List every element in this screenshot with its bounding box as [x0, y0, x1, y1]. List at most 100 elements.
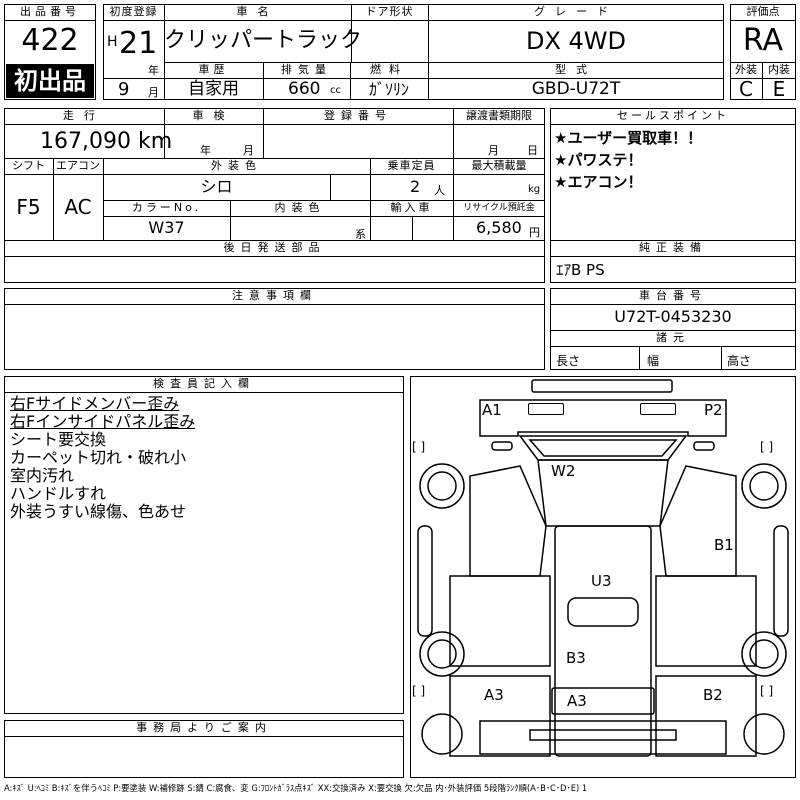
shift-label: シフト [12, 159, 45, 172]
transfer-month-unit: 月 [488, 144, 499, 157]
width-label: 幅 [647, 354, 660, 368]
inspector-note-7: 外装うすい線傷、色あせ [10, 502, 187, 521]
bracket-rear-right: [ ] [760, 684, 774, 698]
inspector-note-2: 右Fインサイドパネル歪み [10, 412, 196, 431]
inspector-note-4: カーペット切れ・破れ小 [10, 448, 187, 467]
sales-label: セールスポイント [617, 109, 729, 122]
recycle-label: リサイクル預託金 [463, 203, 535, 213]
sales-box [550, 108, 796, 283]
diagram-box [410, 376, 796, 778]
inspector-label: 検査員記入欄 [153, 377, 255, 390]
first-listing-badge [6, 64, 94, 98]
chassis-box [550, 288, 796, 370]
interior-label: 内装 [768, 63, 790, 76]
displacement-value: 660 [288, 79, 321, 99]
history-label: 車歴 [198, 63, 229, 76]
history-value: 自家用 [188, 79, 239, 99]
inspector-note-6: ハンドルすれ [10, 484, 107, 503]
inspection-year-unit: 年 [200, 144, 211, 157]
exterior-label: 外装 [735, 63, 757, 76]
mark-a3-left: A3 [484, 686, 504, 704]
bracket-front-right: [ ] [760, 440, 774, 454]
dimensions-label: 諸元 [656, 331, 690, 344]
reg-month-unit: 月 [148, 86, 159, 99]
sales-point-3: ★エアコン！ [554, 173, 643, 191]
vehicle-diagram [417, 379, 789, 757]
bracket-front-left: [ ] [412, 440, 426, 454]
mileage-label: 走行 [63, 109, 105, 122]
recycle-unit: 円 [529, 226, 540, 239]
first-listing-text: 初出品 [14, 67, 86, 95]
shift-value: F5 [16, 195, 41, 219]
reg-label: 初度登録 [109, 5, 158, 18]
marker-a1-box [528, 403, 564, 415]
model-code: GBD-U72T [531, 79, 621, 99]
mark-a1: A1 [482, 401, 502, 419]
mark-a3-center: A3 [567, 692, 587, 710]
recycle-value: 6,580 [476, 218, 522, 237]
spec-box [4, 108, 545, 283]
caution-label: 注意事項欄 [232, 289, 317, 302]
inspector-note-5: 室内汚れ [10, 466, 75, 485]
exterior-grade: C [739, 77, 753, 101]
grade-label: グレード [534, 5, 618, 18]
lot-box [4, 4, 96, 100]
inspector-note-1: 右Fサイドメンバー歪み [10, 394, 180, 413]
sales-point-2: ★パワステ！ [554, 151, 643, 169]
reg-year: 21 [119, 26, 158, 61]
inspection-month-unit: 月 [243, 144, 254, 157]
score-box [730, 4, 796, 100]
mark-b2: B2 [703, 686, 723, 704]
header-main-box [103, 4, 724, 100]
sales-point-1: ★ユーザー買取車！！ [554, 129, 703, 147]
inspection-label: 車検 [192, 109, 235, 122]
transfer-label: 譲渡書類期限 [466, 109, 532, 122]
later-parts-label: 後日発送部品 [223, 241, 326, 254]
caution-box [4, 288, 545, 370]
reg-month: 9 [118, 79, 130, 100]
mark-p2: P2 [704, 401, 723, 419]
capacity-unit: 人 [434, 184, 445, 197]
import-label: 輸入車 [390, 201, 433, 214]
car-name: クリッパートラック [164, 28, 363, 53]
interior-color-unit: 系 [355, 228, 366, 241]
legend-text: A:ｷｽﾞ U:ﾍｺﾐ B:ｷｽﾞを伴うﾍｺﾐ P:要塗装 W:補修跡 S:錆 … [4, 783, 588, 793]
lot-number: 422 [21, 23, 79, 58]
transfer-day-unit: 日 [527, 144, 538, 157]
color-label: 外装色 [211, 159, 262, 172]
interior-color-label: 内装色 [274, 201, 326, 214]
mark-u3: U3 [591, 572, 612, 590]
office-label: 事務局よりご案内 [136, 721, 272, 734]
displacement-label: 排気量 [281, 63, 332, 76]
model-label: 型式 [555, 63, 597, 76]
ac-value: AC [64, 195, 92, 219]
color-no-value: W37 [148, 218, 185, 237]
plate-label: 登録番号 [324, 109, 392, 122]
mark-b1: B1 [714, 536, 734, 554]
chassis-number: U72T-0453230 [614, 307, 732, 326]
load-unit: kg [528, 184, 541, 195]
equipment-label: 純正装備 [639, 241, 707, 254]
fuel-label: 燃料 [370, 63, 408, 76]
office-box [4, 720, 404, 778]
door-label: ドア形状 [365, 5, 414, 18]
fuel-value: ｶﾞｿﾘﾝ [368, 80, 409, 99]
reg-year-unit: 年 [148, 64, 159, 77]
bracket-rear-left: [ ] [412, 684, 426, 698]
load-label: 最大積載量 [471, 159, 527, 172]
interior-grade: E [772, 77, 786, 101]
color-value: シロ [200, 177, 233, 196]
inspector-note-3: シート要交換 [10, 430, 107, 449]
capacity-label: 乗車定員 [387, 159, 436, 172]
displacement-unit: cc [330, 85, 341, 96]
score-value: RA [742, 23, 784, 58]
inspector-box [4, 376, 404, 714]
height-label: 高さ [727, 354, 752, 368]
ac-label: エアコン [56, 159, 100, 172]
era-prefix: H [107, 34, 118, 50]
score-label: 評価点 [746, 5, 780, 18]
mark-w2: W2 [551, 462, 576, 480]
color-no-label: カラーNo. [131, 201, 202, 214]
length-label: 長さ [556, 354, 581, 368]
mileage-value: 167,090 km [40, 129, 173, 154]
